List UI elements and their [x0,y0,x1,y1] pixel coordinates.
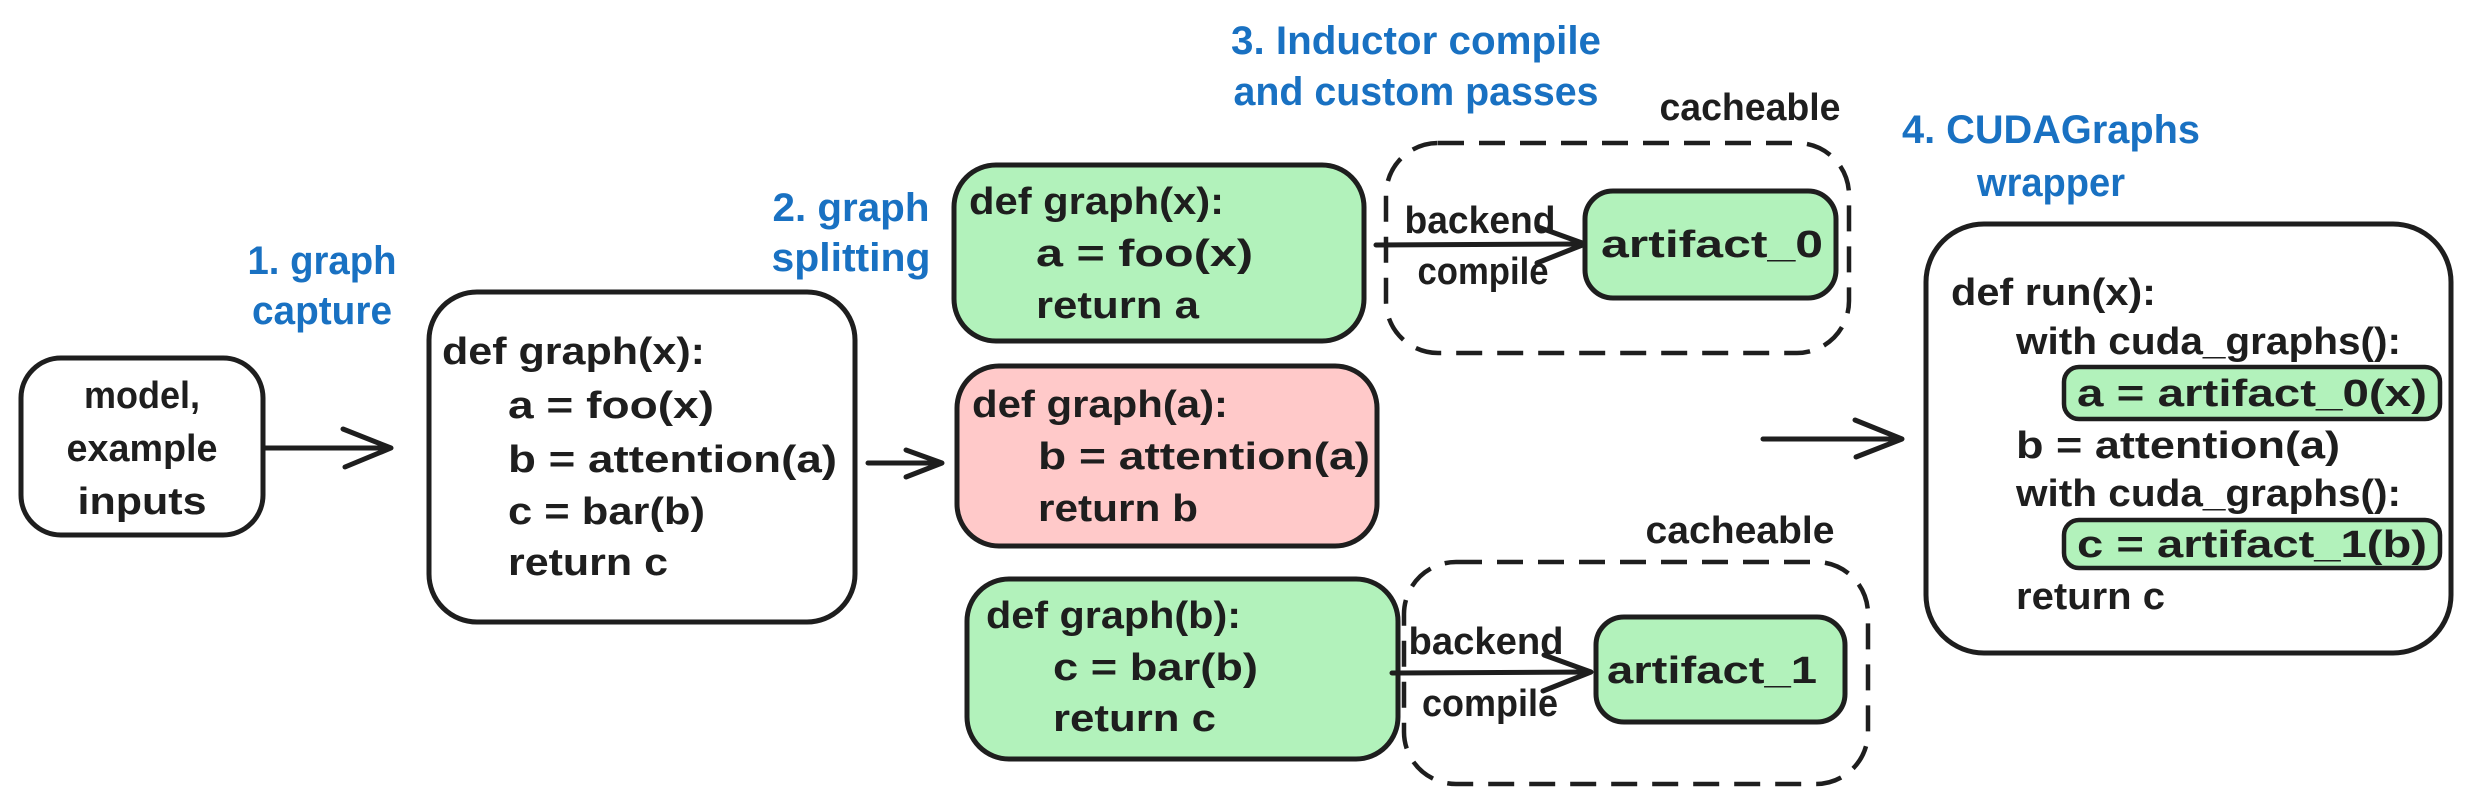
svg-text:def graph(b):: def graph(b): [986,595,1241,637]
svg-text:artifact_1: artifact_1 [1607,650,1817,692]
svg-text:1. graph: 1. graph [248,239,397,283]
svg-text:a = foo(x): a = foo(x) [1036,233,1253,275]
svg-text:3. Inductor compile: 3. Inductor compile [1231,19,1601,63]
svg-text:c = artifact_1(b): c = artifact_1(b) [2077,524,2427,566]
svg-text:c = bar(b): c = bar(b) [1053,647,1258,689]
svg-text:compile: compile [1422,683,1558,725]
svg-text:def graph(a):: def graph(a): [972,384,1228,426]
svg-text:def graph(x):: def graph(x): [442,331,705,373]
svg-text:def run(x):: def run(x): [1951,272,2156,314]
svg-text:example: example [67,428,218,470]
svg-text:artifact_0: artifact_0 [1601,224,1823,266]
svg-text:with cuda_graphs():: with cuda_graphs(): [2015,321,2401,363]
svg-text:return b: return b [1038,488,1198,530]
svg-text:return c: return c [508,542,668,584]
svg-text:and custom passes: and custom passes [1234,70,1599,114]
svg-text:a = foo(x): a = foo(x) [508,385,714,427]
svg-text:backend: backend [1409,621,1564,663]
svg-text:compile: compile [1418,251,1549,293]
svg-text:splitting: splitting [772,236,931,280]
svg-text:b = attention(a): b = attention(a) [508,439,837,481]
svg-text:return c: return c [2016,576,2165,618]
svg-text:model,: model, [84,375,200,417]
svg-text:cacheable: cacheable [1660,87,1841,129]
svg-text:a = artifact_0(x): a = artifact_0(x) [2077,373,2427,415]
svg-text:capture: capture [252,289,392,333]
svg-text:cacheable: cacheable [1646,510,1835,552]
svg-text:4. CUDAGraphs: 4. CUDAGraphs [1902,108,2200,152]
svg-text:return c: return c [1053,698,1216,740]
svg-text:with cuda_graphs():: with cuda_graphs(): [2015,473,2401,515]
svg-text:c = bar(b): c = bar(b) [508,491,705,533]
svg-text:wrapper: wrapper [1976,161,2125,205]
svg-text:inputs: inputs [78,481,207,523]
svg-text:b = attention(a): b = attention(a) [1038,436,1370,478]
svg-text:b = attention(a): b = attention(a) [2016,425,2340,467]
svg-text:def graph(x):: def graph(x): [969,181,1224,223]
svg-text:2. graph: 2. graph [773,186,930,230]
svg-text:return a: return a [1036,285,1200,327]
svg-text:backend: backend [1405,200,1556,242]
